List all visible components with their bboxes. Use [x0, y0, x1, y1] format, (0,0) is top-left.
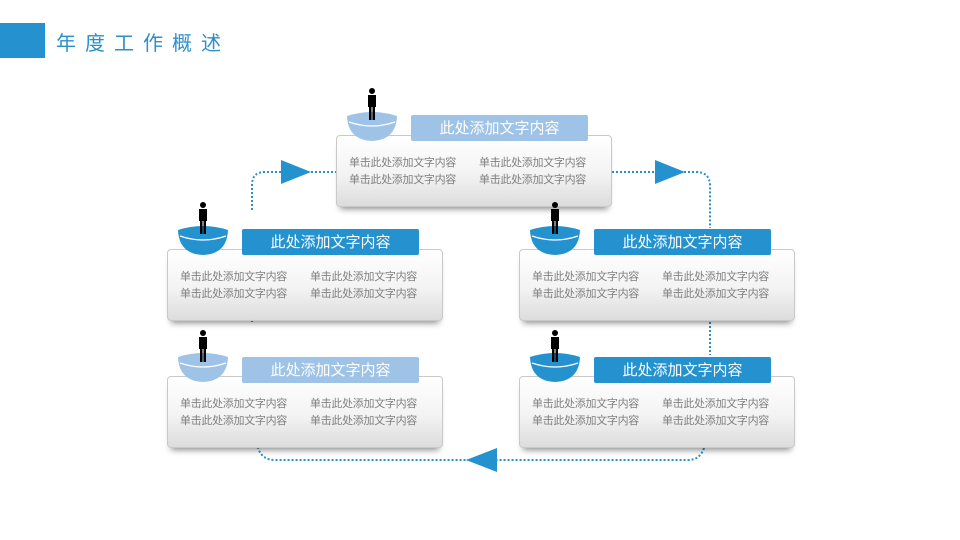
node-card[interactable]: 单击此处添加文字内容单击此处添加文字内容 单击此处添加文字内容单击此处添加文字内…	[519, 376, 795, 448]
node-card[interactable]: 单击此处添加文字内容单击此处添加文字内容 单击此处添加文字内容单击此处添加文字内…	[167, 249, 443, 321]
node-label[interactable]: 此处添加文字内容	[242, 357, 419, 383]
bowl-icon	[530, 353, 580, 382]
node-text-line: 单击此处添加文字内容单击此处添加文字内容	[180, 397, 417, 410]
node-text-line: 单击此处添加文字内容单击此处添加文字内容	[532, 397, 769, 410]
bowl-icon	[530, 226, 580, 255]
bowl-icon	[347, 112, 397, 141]
bowl-icon	[178, 226, 228, 255]
connector-right-down	[612, 171, 711, 355]
person-icon	[199, 202, 207, 234]
node-label[interactable]: 此处添加文字内容	[594, 357, 771, 383]
person-icon	[199, 330, 207, 362]
node-text-line: 单击此处添加文字内容单击此处添加文字内容	[349, 173, 586, 186]
node-text-line: 单击此处添加文字内容单击此处添加文字内容	[532, 414, 769, 427]
node-text-line: 单击此处添加文字内容单击此处添加文字内容	[180, 270, 417, 283]
arrow-right-icon	[655, 160, 685, 184]
node-label[interactable]: 此处添加文字内容	[242, 229, 419, 255]
arrow-right-icon	[281, 160, 311, 184]
node-text-line: 单击此处添加文字内容单击此处添加文字内容	[180, 414, 417, 427]
bowl-icon	[178, 353, 228, 382]
node-card[interactable]: 单击此处添加文字内容单击此处添加文字内容 单击此处添加文字内容单击此处添加文字内…	[167, 376, 443, 448]
title-accent-bar	[0, 23, 45, 58]
arrow-left-icon	[466, 448, 497, 472]
node-card[interactable]: 单击此处添加文字内容单击此处添加文字内容 单击此处添加文字内容单击此处添加文字内…	[519, 249, 795, 321]
person-icon	[551, 202, 559, 234]
node-text-line: 单击此处添加文字内容单击此处添加文字内容	[532, 270, 769, 283]
page-title: 年度工作概述	[56, 31, 230, 55]
node-text-line: 单击此处添加文字内容单击此处添加文字内容	[180, 287, 417, 300]
node-text-line: 单击此处添加文字内容单击此处添加文字内容	[349, 156, 586, 169]
node-label[interactable]: 此处添加文字内容	[594, 229, 771, 255]
person-icon	[551, 330, 559, 362]
node-text-line: 单击此处添加文字内容单击此处添加文字内容	[532, 287, 769, 300]
node-card[interactable]: 单击此处添加文字内容单击此处添加文字内容 单击此处添加文字内容单击此处添加文字内…	[336, 135, 612, 207]
person-icon	[368, 88, 376, 120]
node-label[interactable]: 此处添加文字内容	[411, 115, 588, 141]
